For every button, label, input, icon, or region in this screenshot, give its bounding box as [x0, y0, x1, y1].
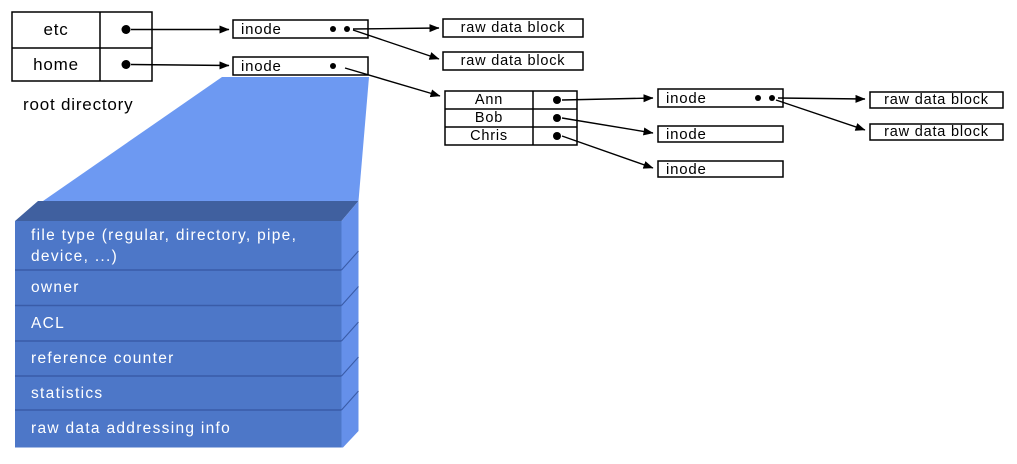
etc-pointer-dot [121, 25, 131, 34]
ann-inode-dot-1 [755, 95, 761, 101]
pointer-arrows [130, 24, 866, 169]
inode-expansion-funnel [43, 77, 369, 201]
etc-inode-dot-1 [330, 26, 336, 32]
ann-inode-dot-2 [769, 95, 775, 101]
raw-data-block-2 [442, 51, 584, 71]
inode-field-owner: owner [31, 279, 80, 297]
home-inode-box [232, 56, 369, 76]
pointer-dots [121, 25, 775, 140]
raw-data-block-3 [869, 91, 1004, 109]
root-entry-etc: etc [43, 20, 69, 39]
arrow-chris-to-inode [561, 135, 654, 169]
chris-inode-label: inode [666, 160, 707, 178]
home-inode-dot [330, 63, 336, 69]
chris-inode-box [657, 160, 784, 178]
root-entry-home: home [33, 54, 79, 74]
arrow-anninode-to-raw3 [777, 94, 866, 103]
stack-side-face [341, 201, 359, 448]
etc-inode-label: inode [241, 20, 282, 38]
arrow-ann-to-inode [561, 94, 654, 103]
arrow-home-to-inode [130, 61, 230, 70]
inode-field-reference-counter: reference counter [31, 350, 175, 367]
chris-pointer-dot [553, 132, 561, 140]
etc-inode-dot-2 [344, 26, 350, 32]
home-inode-label: inode [241, 57, 282, 75]
root-directory-caption: root directory [23, 95, 134, 114]
home-entry-bob: Bob [474, 110, 504, 126]
arrow-etcinode-to-raw1 [352, 24, 440, 33]
raw-data-block-1 [442, 18, 584, 38]
inode-field-statistics: statistics [31, 384, 104, 402]
arrow-etcinode-to-raw2 [352, 29, 440, 60]
raw-data-block-1-label: raw data block [460, 20, 566, 36]
inode-field-raw-data-addressing: raw data addressing info [31, 420, 232, 437]
raw-data-block-4-label: raw data block [884, 124, 989, 140]
bob-pointer-dot [553, 114, 561, 122]
arrow-anninode-to-raw4 [775, 99, 866, 131]
raw-data-block-4 [869, 123, 1004, 141]
ann-pointer-dot [553, 96, 561, 104]
root-directory-table [11, 11, 153, 82]
inode-field-acl: ACL [31, 314, 66, 332]
inode-field-file-type: file type (regular, directory, pipe, dev… [31, 227, 298, 265]
bob-inode-box [657, 125, 784, 143]
stack-top-face [15, 201, 359, 221]
home-entry-ann: Ann [474, 92, 504, 108]
raw-data-block-3-label: raw data block [884, 92, 989, 108]
stack-side-dividers [341, 250, 359, 411]
raw-data-block-2-label: raw data block [460, 53, 566, 69]
bob-inode-label: inode [666, 125, 707, 143]
arrow-homeinode-to-table [344, 67, 441, 98]
stack-row-dividers [15, 269, 342, 411]
arrow-bob-to-inode [561, 117, 654, 136]
ann-inode-label: inode [666, 89, 707, 107]
inode-structure-stack [15, 201, 359, 448]
home-pointer-dot [121, 60, 131, 69]
home-entry-chris: Chris [470, 128, 508, 144]
